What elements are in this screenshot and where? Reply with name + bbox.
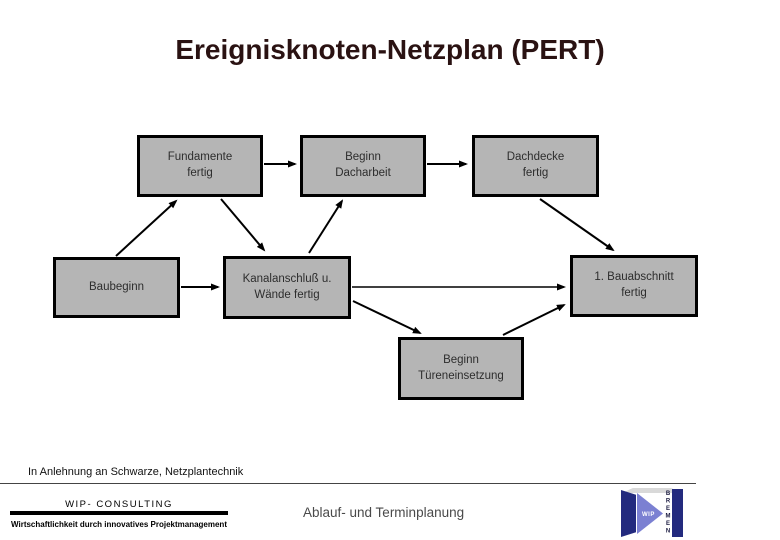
edge-kanalanschluss-waende--beginn-dacharbeit xyxy=(308,199,344,254)
wip-bremen-logo: WIP BREMEN xyxy=(620,488,684,538)
logo-top-face xyxy=(622,488,682,493)
logo-city-text: BREMEN xyxy=(665,491,671,536)
footer-divider xyxy=(0,483,696,484)
logo-left-panel xyxy=(621,490,636,537)
node-baubeginn: Baubeginn xyxy=(53,257,180,318)
footer-topic: Ablauf- und Terminplanung xyxy=(303,505,465,520)
logo-right-panel xyxy=(672,489,683,537)
node-fundamente-fertig: Fundamente fertig xyxy=(137,135,263,197)
brand-underline-bar xyxy=(10,511,228,515)
node-kanalanschluss-waende: Kanalanschluß u. Wände fertig xyxy=(223,256,351,319)
node-beginn-dacharbeit: Beginn Dacharbeit xyxy=(300,135,426,197)
node-beginn-tuereneinsetzung: Beginn Türeneinsetzung xyxy=(398,337,524,400)
logo-wip-text: WIP xyxy=(642,512,655,518)
slide-title: Ereignisknoten-Netzplan (PERT) xyxy=(175,34,605,65)
brand-tagline: Wirtschaftlichkeit durch innovatives Pro… xyxy=(11,520,227,529)
edge-baubeginn--fundamente-fertig xyxy=(115,199,178,257)
attribution-text: In Anlehnung an Schwarze, Netzplantechni… xyxy=(28,466,244,478)
edge-dachdecke-fertig--bauabschnitt-fertig xyxy=(539,198,615,252)
edge-kanalanschluss-waende--beginn-tuereneinsetzung xyxy=(352,300,422,334)
edge-fundamente-fertig--kanalanschluss-waende xyxy=(220,198,266,252)
node-bauabschnitt-fertig: 1. Bauabschnitt fertig xyxy=(570,255,698,317)
node-dachdecke-fertig: Dachdecke fertig xyxy=(472,135,599,197)
edge-beginn-tuereneinsetzung--bauabschnitt-fertig xyxy=(502,304,566,336)
brand-name: WIP- CONSULTING xyxy=(65,499,173,510)
